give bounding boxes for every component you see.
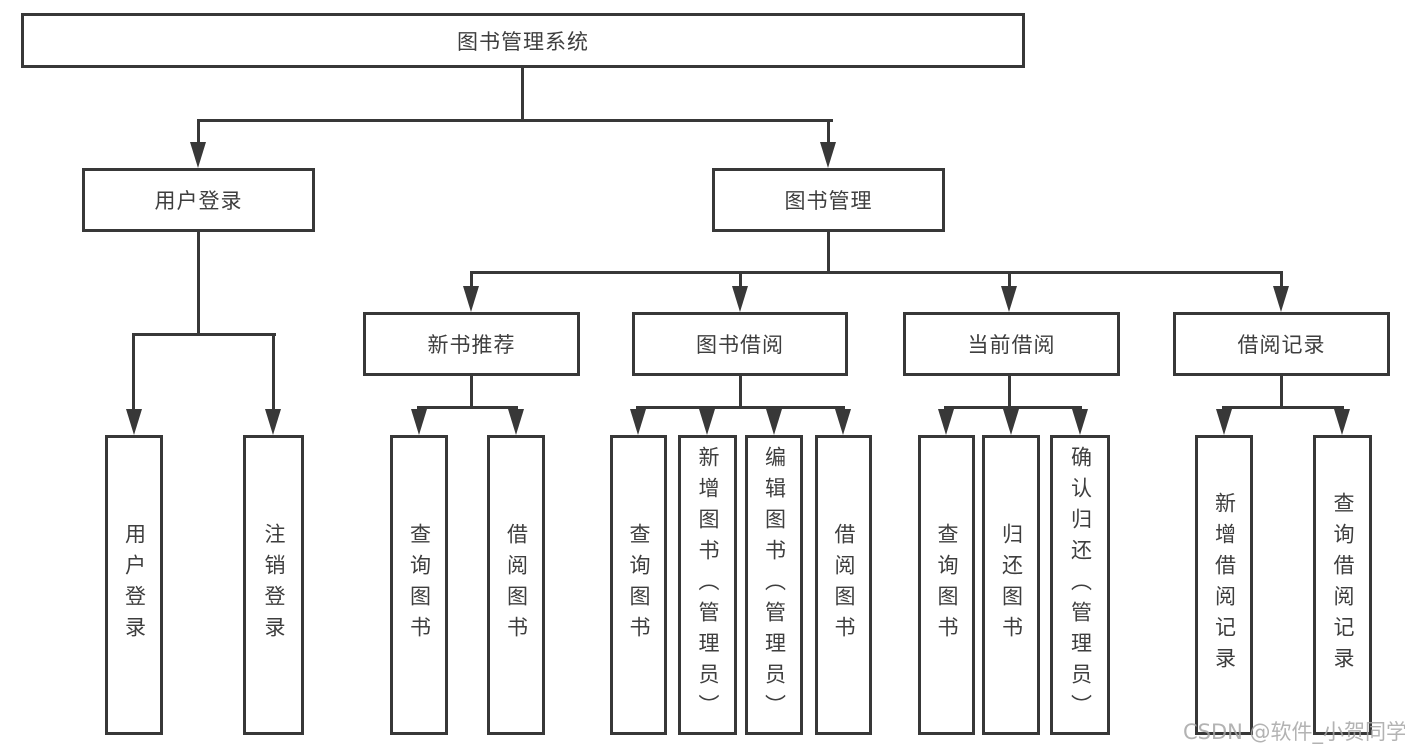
leaf-query-books-2: 查询图书 bbox=[610, 435, 667, 735]
connector-line bbox=[1008, 376, 1011, 409]
arrow-down-icon bbox=[411, 409, 427, 435]
connector-line bbox=[1280, 376, 1283, 409]
arrow-down-icon bbox=[699, 409, 715, 435]
connector-line bbox=[470, 376, 473, 409]
csdn-watermark: CSDN @软件_小贺同学 bbox=[1183, 720, 1405, 744]
arrow-down-icon bbox=[766, 409, 782, 435]
node-library-management-system: 图书管理系统 bbox=[21, 13, 1025, 68]
node-borrowing-records: 借阅记录 bbox=[1173, 312, 1390, 376]
connector-line bbox=[1280, 271, 1283, 291]
leaf-add-books-admin: 新增图书（管理员） bbox=[678, 435, 737, 735]
arrow-down-icon bbox=[732, 286, 748, 312]
node-book-borrowing: 图书借阅 bbox=[632, 312, 848, 376]
leaf-borrow-books-2: 借阅图书 bbox=[815, 435, 872, 735]
connector-line bbox=[470, 271, 473, 291]
node-user-login: 用户登录 bbox=[82, 168, 315, 232]
connector-line bbox=[417, 406, 518, 409]
connector-line bbox=[636, 406, 845, 409]
connector-line bbox=[739, 376, 742, 409]
connector-line bbox=[1222, 406, 1344, 409]
leaf-query-books-3: 查询图书 bbox=[918, 435, 975, 735]
connector-line bbox=[1008, 271, 1011, 291]
arrow-down-icon bbox=[463, 286, 479, 312]
connector-line bbox=[827, 232, 830, 274]
node-book-management: 图书管理 bbox=[712, 168, 945, 232]
arrow-down-icon bbox=[1334, 409, 1350, 435]
leaf-confirm-return-admin: 确认归还（管理员） bbox=[1050, 435, 1110, 735]
arrow-down-icon bbox=[938, 409, 954, 435]
arrow-down-icon bbox=[820, 142, 836, 168]
connector-line bbox=[739, 271, 742, 291]
connector-line bbox=[470, 271, 1283, 274]
leaf-edit-books-admin: 编辑图书（管理员） bbox=[745, 435, 803, 735]
connector-line bbox=[521, 68, 524, 122]
connector-line bbox=[197, 119, 200, 149]
arrow-down-icon bbox=[1001, 286, 1017, 312]
connector-line bbox=[827, 119, 830, 149]
leaf-add-borrow-record: 新增借阅记录 bbox=[1195, 435, 1253, 735]
leaf-query-borrow-records: 查询借阅记录 bbox=[1313, 435, 1372, 735]
arrow-down-icon bbox=[835, 409, 851, 435]
leaf-user-login: 用户登录 bbox=[105, 435, 163, 735]
leaf-query-books-1: 查询图书 bbox=[390, 435, 448, 735]
connector-line bbox=[132, 333, 276, 336]
leaf-logout: 注销登录 bbox=[243, 435, 304, 735]
arrow-down-icon bbox=[265, 409, 281, 435]
connector-line bbox=[197, 232, 200, 336]
arrow-down-icon bbox=[126, 409, 142, 435]
arrow-down-icon bbox=[1072, 409, 1088, 435]
node-current-borrowing: 当前借阅 bbox=[903, 312, 1120, 376]
leaf-borrow-books-1: 借阅图书 bbox=[487, 435, 545, 735]
leaf-return-books: 归还图书 bbox=[982, 435, 1040, 735]
node-new-book-recommendation: 新书推荐 bbox=[363, 312, 580, 376]
arrow-down-icon bbox=[1216, 409, 1232, 435]
arrow-down-icon bbox=[1003, 409, 1019, 435]
arrow-down-icon bbox=[1273, 286, 1289, 312]
arrow-down-icon bbox=[508, 409, 524, 435]
connector-line bbox=[197, 119, 833, 122]
arrow-down-icon bbox=[630, 409, 646, 435]
arrow-down-icon bbox=[190, 142, 206, 168]
connector-line bbox=[272, 333, 275, 415]
connector-line bbox=[944, 406, 1082, 409]
connector-line bbox=[132, 333, 135, 415]
